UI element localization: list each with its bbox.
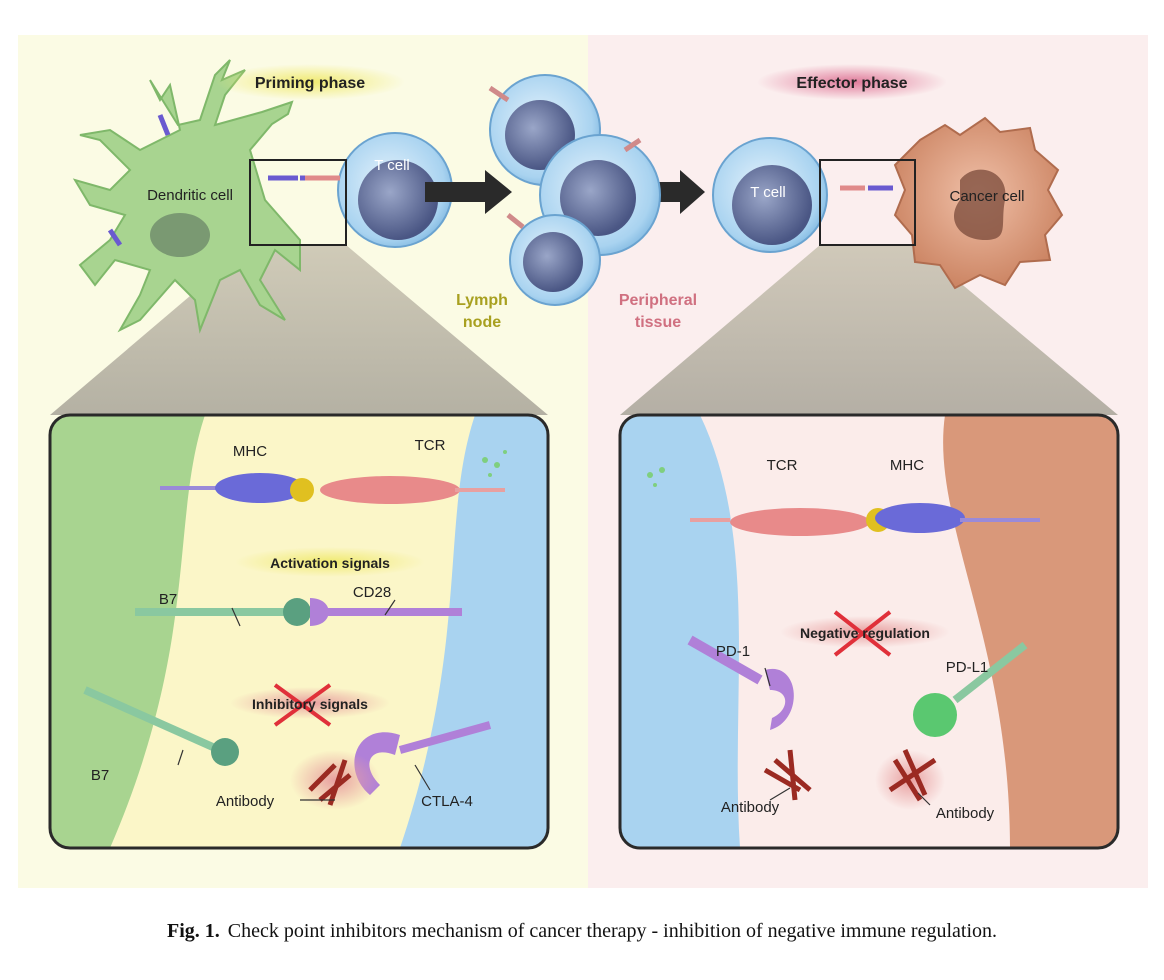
inhibitory-signals-label: Inhibitory signals xyxy=(252,696,368,712)
antibody-icon xyxy=(763,749,812,801)
mhc-label-right: MHC xyxy=(890,457,924,474)
left-detail-panel xyxy=(48,413,550,850)
negative-regulation-label: Negative regulation xyxy=(800,625,930,641)
pdl1-label: PD-L1 xyxy=(946,659,989,676)
antibody-icon xyxy=(888,748,937,802)
antigen-icon xyxy=(290,478,314,502)
inhibit-x-icon xyxy=(273,683,332,727)
caption-label: Fig. 1. xyxy=(166,920,220,942)
ctla4-label: CTLA-4 xyxy=(421,793,473,810)
antibody-label-right-2: Antibody xyxy=(936,805,995,822)
dendritic-cell-label: Dendritic cell xyxy=(147,187,233,204)
proliferating-t-cells xyxy=(488,74,661,306)
cancer-cell-label: Cancer cell xyxy=(949,188,1024,205)
tcr-label-right: TCR xyxy=(767,457,798,474)
cancer-cell xyxy=(893,116,1064,290)
t-cell-right-label: T cell xyxy=(750,184,786,201)
antibody-label-left: Antibody xyxy=(216,793,275,810)
peripheral-tissue-label-line1: Peripheral xyxy=(619,292,697,309)
figure-caption: Fig. 1. Check point inhibitors mechanism … xyxy=(0,920,1164,943)
dendritic-membrane xyxy=(50,415,205,848)
tcr-shape xyxy=(320,476,460,504)
b7-shape xyxy=(283,598,311,626)
zoom-funnel-right xyxy=(620,245,1118,415)
peripheral-tissue-label-line2: tissue xyxy=(635,314,681,331)
lymph-node-label-line1: Lymph xyxy=(456,292,508,309)
arrow-right-icon xyxy=(425,170,512,214)
activation-glow xyxy=(235,547,425,577)
effector-glow xyxy=(757,64,947,100)
b7-label-top: B7 xyxy=(159,591,177,608)
t-cell-left xyxy=(337,132,453,248)
priming-phase-title: Priming phase xyxy=(255,75,365,92)
tcr-label-left: TCR xyxy=(415,437,446,454)
mhc-label-left: MHC xyxy=(233,443,267,460)
cd28-label: CD28 xyxy=(353,584,391,601)
pd1-label: PD-1 xyxy=(716,643,750,660)
antibody-icon xyxy=(308,759,352,806)
antibody-label-right-1: Antibody xyxy=(721,799,780,816)
receptor-icon xyxy=(107,114,171,247)
cancer-membrane xyxy=(943,415,1118,848)
effector-phase-title: Effector phase xyxy=(796,75,907,92)
arrow-right-icon xyxy=(640,170,705,214)
dendritic-nucleus xyxy=(150,213,210,257)
caption-text: Check point inhibitors mechanism of canc… xyxy=(227,920,998,942)
zoom-box-left xyxy=(249,159,347,246)
t-cell-membrane xyxy=(620,415,740,848)
inhibit-x-icon xyxy=(833,610,892,657)
zoom-box-right xyxy=(819,159,916,246)
t-cell-right xyxy=(712,137,828,253)
t-cell-left-label: T cell xyxy=(374,157,410,174)
activation-signals-label: Activation signals xyxy=(270,555,390,571)
pdl1-shape xyxy=(952,641,1028,704)
pd1-shape xyxy=(687,635,763,685)
dendritic-cell xyxy=(72,59,301,334)
cd28-shape xyxy=(310,598,329,626)
mhc-shape xyxy=(215,473,305,503)
lymph-node-label-line2: node xyxy=(463,314,501,331)
zoom-funnel-left xyxy=(50,245,548,415)
right-detail-panel xyxy=(618,413,1120,850)
priming-glow xyxy=(215,64,405,100)
b7-label-bottom: B7 xyxy=(91,767,109,784)
